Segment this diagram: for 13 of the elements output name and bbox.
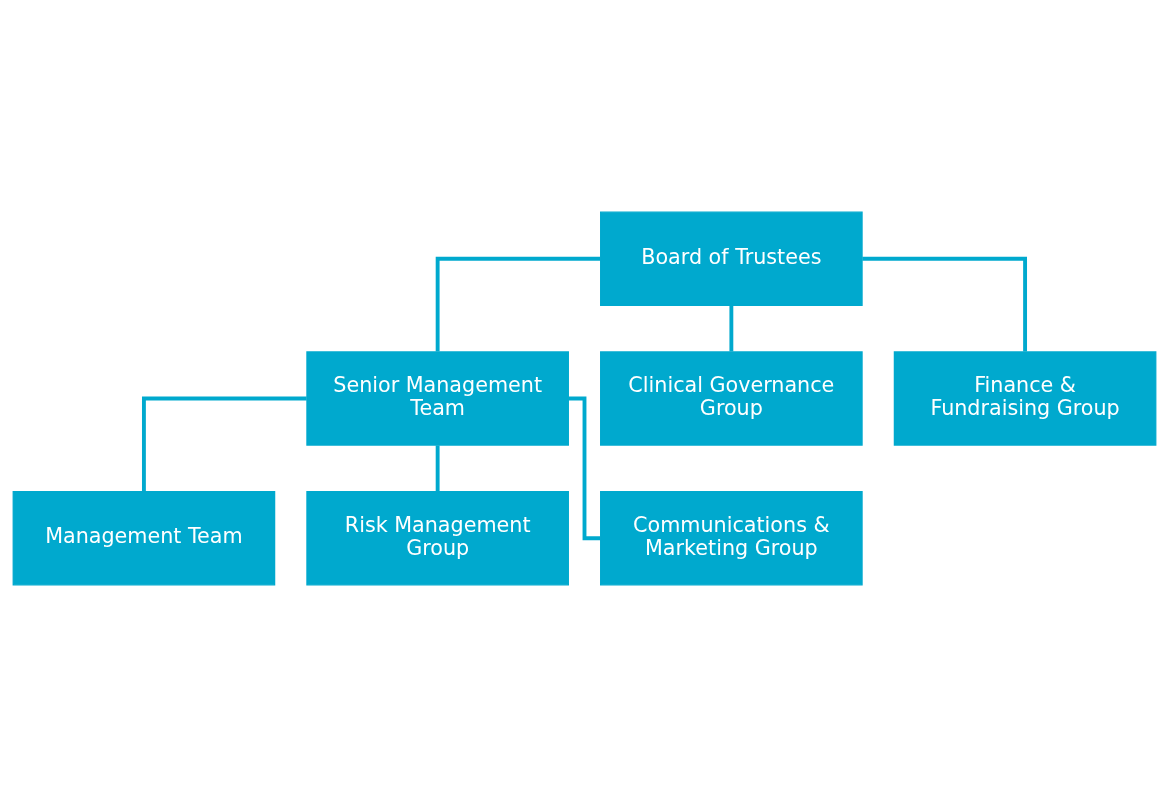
connector <box>142 396 307 491</box>
node-box: Communications & Marketing Group <box>600 490 863 585</box>
connector <box>435 444 440 491</box>
node-box: Risk Management Group <box>306 490 569 585</box>
node-box: Senior Management Team <box>306 350 569 446</box>
node-box: Finance & Fundraising Group <box>893 350 1157 446</box>
connector <box>862 256 1027 352</box>
connector <box>568 396 601 540</box>
node-box: Clinical Governance Group <box>600 350 863 446</box>
node-box: Management Team <box>12 490 276 585</box>
node-box: Board of Trustees <box>600 211 863 306</box>
connector <box>729 305 734 351</box>
connector <box>435 256 601 352</box>
